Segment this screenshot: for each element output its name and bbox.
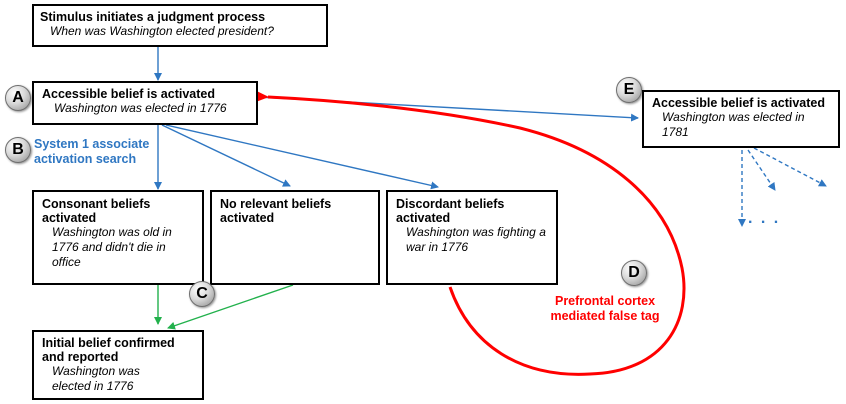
system1-label: System 1 associate activation search	[34, 137, 150, 166]
dashed-arrow-3	[753, 147, 827, 187]
discordant-beliefs-title: Discordant beliefs activated	[396, 197, 505, 225]
arrow-accessible-to-no-relevant	[161, 124, 291, 187]
arrow-accessible-to-discordant	[165, 124, 439, 190]
stimulus-box: Stimulus initiates a judgment process Wh…	[32, 4, 328, 47]
dashed-arrow-2	[747, 149, 776, 191]
stimulus-title: Stimulus initiates a judgment process	[40, 10, 266, 24]
prefrontal-label: Prefrontal cortex mediated false tag	[550, 294, 660, 323]
consonant-beliefs-body: Washington was old in 1776 and didn't di…	[52, 225, 172, 269]
badge-d: D	[621, 260, 647, 286]
badge-e: E	[616, 77, 642, 103]
accessible-belief-body: Washington was elected in 1776	[54, 101, 227, 115]
badge-b: B	[5, 137, 31, 163]
discordant-beliefs-box: Discordant beliefs activated Washington …	[386, 190, 558, 285]
badge-c: C	[189, 281, 215, 307]
no-relevant-beliefs-title: No relevant beliefs activated	[220, 197, 332, 225]
alternate-accessible-belief-body: Washington was elected in 1781	[662, 110, 805, 139]
alternate-accessible-belief-box: Accessible belief is activated Washingto…	[642, 90, 840, 148]
stimulus-body: When was Washington elected president?	[50, 24, 274, 38]
false-tag-loop	[254, 90, 686, 376]
accessible-belief-title: Accessible belief is activated	[42, 87, 216, 101]
initial-belief-body: Washington was elected in 1776	[52, 364, 140, 393]
no-relevant-beliefs-box: No relevant beliefs activated	[210, 190, 380, 285]
discordant-beliefs-body: Washington was fighting a war in 1776	[406, 225, 546, 254]
accessible-belief-box: Accessible belief is activated Washingto…	[32, 81, 258, 125]
consonant-beliefs-box: Consonant beliefs activated Washington w…	[32, 190, 204, 285]
consonant-beliefs-title: Consonant beliefs activated	[42, 197, 151, 225]
arrow-no-relevant-to-initial	[167, 284, 294, 330]
continuation-ellipsis: . . .	[748, 210, 781, 227]
badge-a: A	[5, 85, 31, 111]
initial-belief-title: Initial belief confirmed and reported	[42, 336, 175, 364]
alternate-accessible-belief-title: Accessible belief is activated	[652, 96, 826, 110]
initial-belief-box: Initial belief confirmed and reported Wa…	[32, 330, 204, 400]
